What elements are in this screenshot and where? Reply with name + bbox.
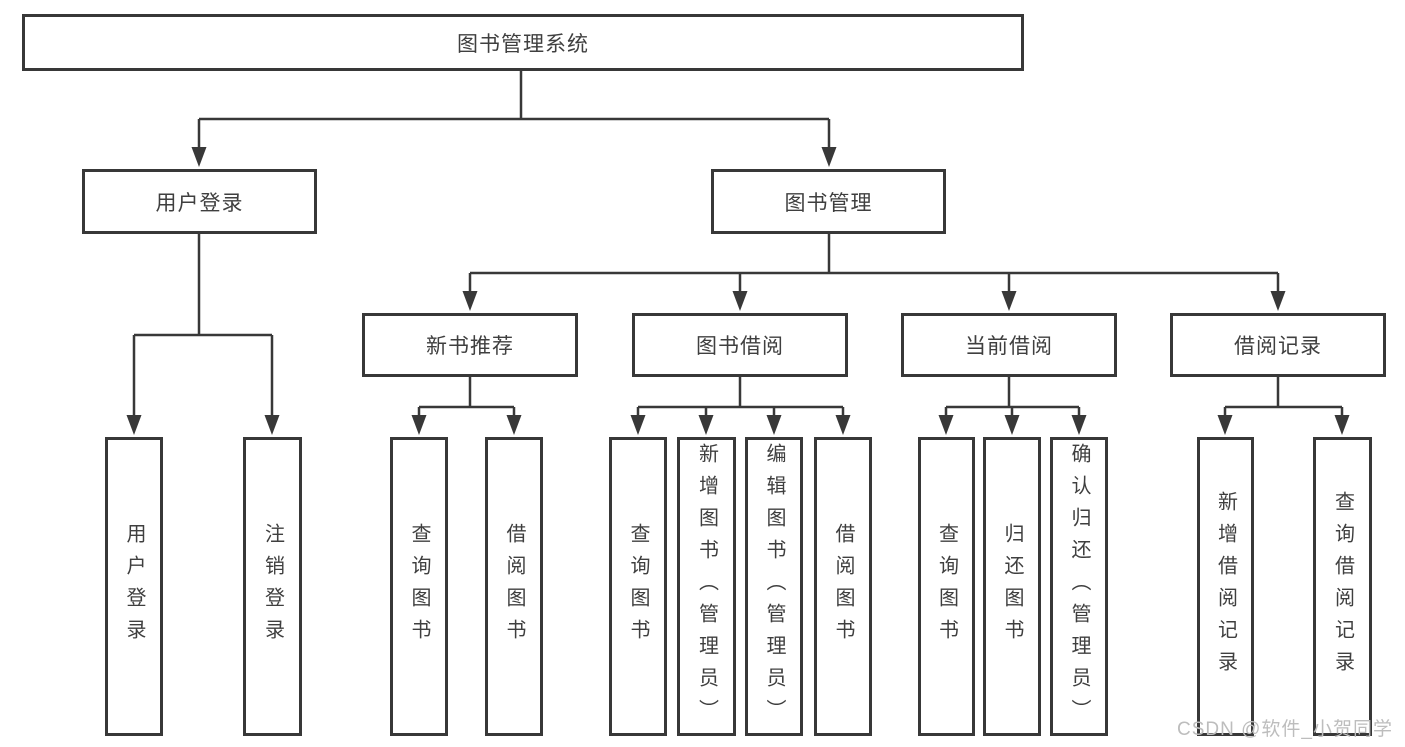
node-label: 用户登录 bbox=[155, 191, 244, 215]
arrow-icon bbox=[938, 415, 954, 435]
node-label: 确认归还（管理员） bbox=[1068, 442, 1090, 731]
node-label: 借阅图书 bbox=[832, 522, 854, 651]
node-label: 注销登录 bbox=[261, 522, 284, 651]
node-user-login-branch: 用户登录 bbox=[82, 169, 317, 234]
arrow-icon bbox=[1001, 291, 1017, 311]
node-new-book-recommendation: 新书推荐 bbox=[362, 313, 578, 377]
node-label: 借阅图书 bbox=[503, 522, 525, 651]
node-label: 新书推荐 bbox=[426, 335, 514, 358]
node-label: 图书管理 bbox=[784, 191, 873, 215]
node-label: 图书借阅 bbox=[696, 335, 784, 358]
edge-new-book-rec-to-children bbox=[417, 376, 516, 419]
edge-borrow-record-to-children bbox=[1223, 376, 1344, 419]
arrow-icon bbox=[462, 291, 478, 311]
node-label: 查询借阅记录 bbox=[1331, 490, 1354, 683]
node-add-borrow-record: 新增借阅记录 bbox=[1197, 437, 1254, 736]
node-label: 归还图书 bbox=[1001, 522, 1023, 651]
node-label: 查询图书 bbox=[935, 522, 958, 651]
node-query-book-under-borrowing: 查询图书 bbox=[609, 437, 667, 736]
arrow-icon bbox=[1217, 415, 1233, 435]
node-query-book-under-current: 查询图书 bbox=[918, 437, 975, 736]
node-label: 图书管理系统 bbox=[457, 32, 589, 56]
arrow-icon bbox=[506, 415, 522, 435]
node-logout-leaf: 注销登录 bbox=[243, 437, 302, 736]
arrow-icon bbox=[191, 147, 207, 167]
node-label: 新增借阅记录 bbox=[1214, 490, 1237, 683]
node-query-borrow-record: 查询借阅记录 bbox=[1313, 437, 1372, 736]
node-book-borrowing: 图书借阅 bbox=[632, 313, 848, 377]
edge-book-mgmt-to-level3 bbox=[468, 233, 1280, 295]
arrow-icon bbox=[766, 415, 782, 435]
csdn-watermark: CSDN @软件_小贺同学 bbox=[1177, 719, 1393, 740]
arrowheads bbox=[126, 147, 1350, 435]
node-root: 图书管理系统 bbox=[22, 14, 1024, 71]
node-current-borrowing: 当前借阅 bbox=[901, 313, 1117, 377]
edge-book-borrow-to-children bbox=[636, 376, 845, 419]
edge-current-borrow-to-children bbox=[944, 376, 1081, 419]
arrow-icon bbox=[1071, 415, 1087, 435]
arrow-icon bbox=[732, 291, 748, 311]
arrow-icon bbox=[1270, 291, 1286, 311]
arrow-icon bbox=[835, 415, 851, 435]
arrow-icon bbox=[264, 415, 280, 435]
node-book-management-branch: 图书管理 bbox=[711, 169, 946, 234]
node-label: 用户登录 bbox=[123, 522, 145, 651]
node-return-book: 归还图书 bbox=[983, 437, 1041, 736]
node-add-book-admin: 新增图书（管理员） bbox=[677, 437, 736, 736]
node-label: 新增图书（管理员） bbox=[695, 442, 718, 731]
node-confirm-return-admin: 确认归还（管理员） bbox=[1050, 437, 1108, 736]
arrow-icon bbox=[1334, 415, 1350, 435]
node-borrowing-records: 借阅记录 bbox=[1170, 313, 1386, 377]
arrow-icon bbox=[411, 415, 427, 435]
node-label: 查询图书 bbox=[627, 522, 649, 651]
arrow-icon bbox=[126, 415, 142, 435]
node-label: 查询图书 bbox=[408, 522, 430, 651]
node-user-login-leaf: 用户登录 bbox=[105, 437, 163, 736]
node-query-book-under-recommendation: 查询图书 bbox=[390, 437, 448, 736]
edge-user-login-to-children bbox=[132, 233, 274, 419]
node-label: 当前借阅 bbox=[965, 335, 1053, 358]
node-label: 编辑图书（管理员） bbox=[763, 442, 785, 731]
arrow-icon bbox=[698, 415, 714, 435]
node-borrow-book-under-recommendation: 借阅图书 bbox=[485, 437, 543, 736]
arrow-icon bbox=[630, 415, 646, 435]
node-label: 借阅记录 bbox=[1234, 335, 1322, 358]
arrow-icon bbox=[1004, 415, 1020, 435]
edge-root-to-level2 bbox=[197, 70, 831, 150]
node-borrow-book-under-borrowing: 借阅图书 bbox=[814, 437, 872, 736]
node-edit-book-admin: 编辑图书（管理员） bbox=[745, 437, 803, 736]
arrow-icon bbox=[821, 147, 837, 167]
